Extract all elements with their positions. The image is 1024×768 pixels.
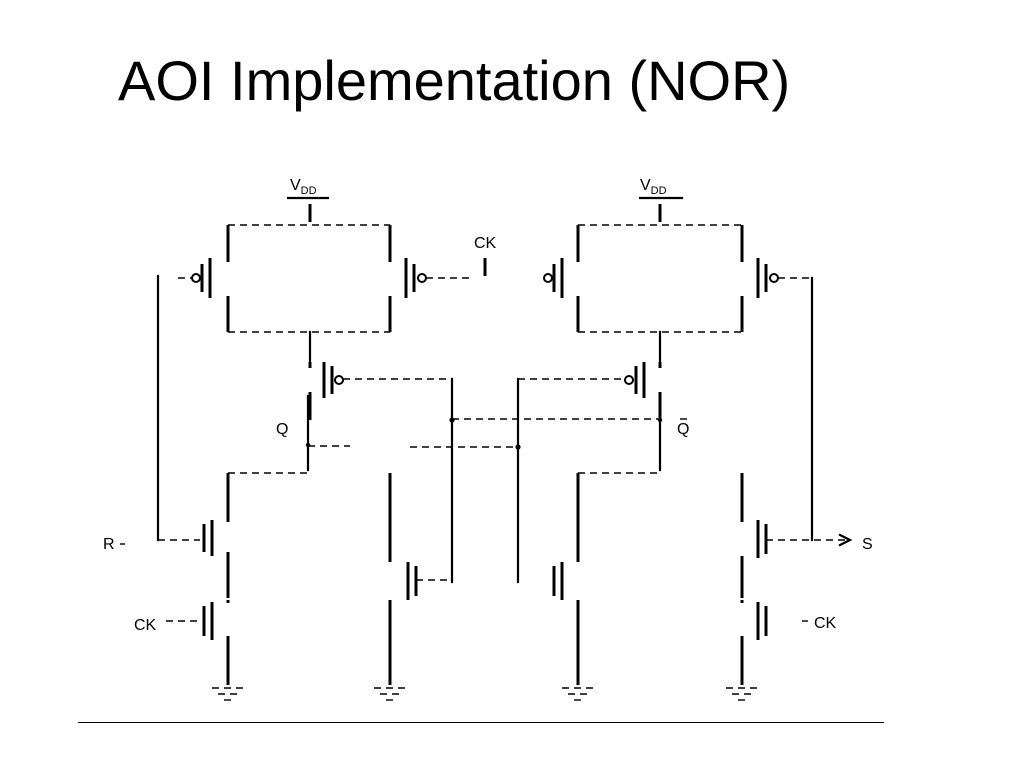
vdd-label-right: VDD [640,177,667,197]
nmos-feedback-left [388,473,452,685]
ck-left-label: CK [134,617,157,634]
vdd-supply-left [286,196,330,222]
vdd-label-left: VDD [290,177,317,197]
q-label-left: Q [276,421,288,438]
nmos-ck-left [166,600,230,685]
ck-top-label: CK [474,235,497,252]
nmos-ck-right [740,600,808,685]
s-output-label: S [862,536,873,553]
output-q-left [228,394,518,474]
slide-title: AOI Implementation (NOR) [118,49,791,112]
nmos-feedback-right [552,473,580,685]
junction-cross-right [515,444,521,450]
pmos-feedback-right [518,362,662,420]
r-input-label: R [103,536,115,553]
footer-rule [78,722,884,723]
ground-symbol-4 [726,687,758,701]
pmos-ck-right-top [543,225,580,332]
pmos-feedback-left [308,362,452,420]
ck-right-label: CK [814,615,837,632]
nmos-r-left [158,473,230,598]
pmos-r-left [178,225,230,332]
output-q-right [578,394,690,474]
ground-symbol-1 [212,687,244,701]
pmos-s-right [740,225,812,332]
q-label-right: Q [677,421,689,438]
junction-cross-left [449,417,455,423]
ground-symbol-3 [562,687,594,701]
nmos-s-right [740,473,853,598]
vdd-supply-right [638,196,684,222]
pmos-ck-left [388,225,470,332]
ground-symbol-2 [374,687,406,701]
